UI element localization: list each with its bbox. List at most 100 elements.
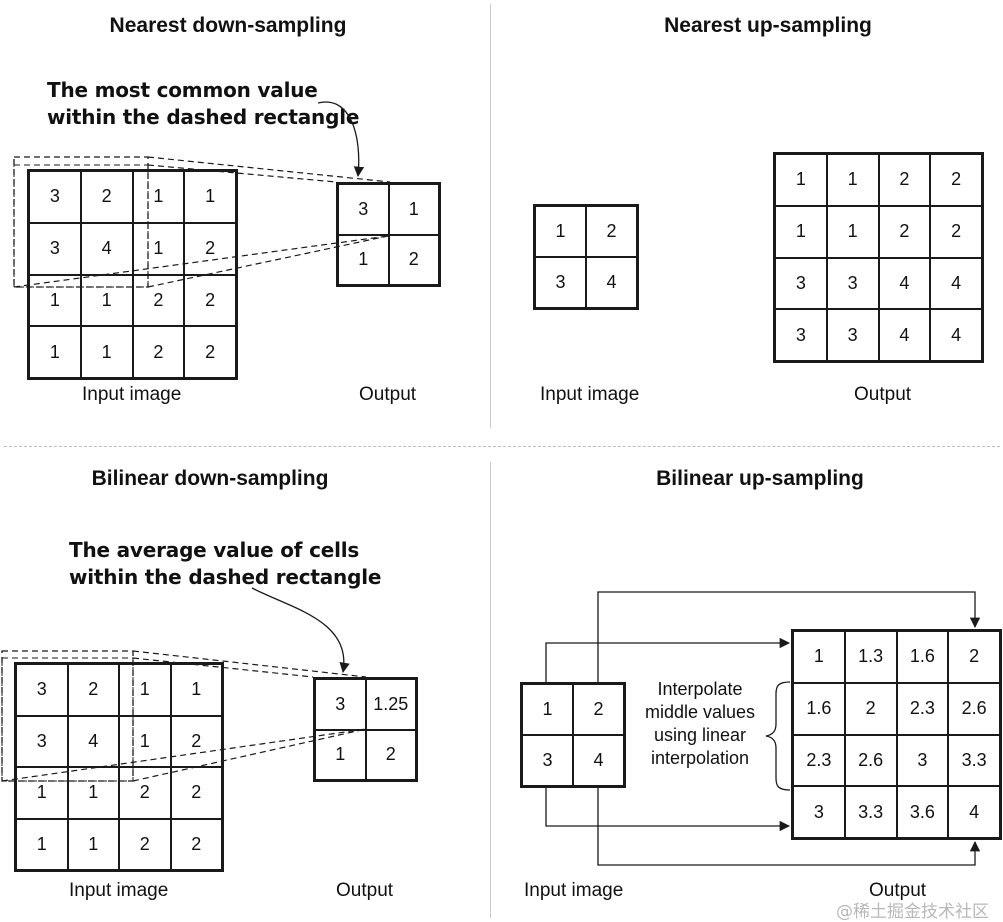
grid-cell: 4 — [930, 309, 982, 361]
grid-cell: 2 — [878, 205, 931, 258]
grid-cell: 2 — [170, 818, 222, 870]
grid-cell: 2 — [67, 664, 119, 716]
grid-cell: 2 — [119, 767, 171, 819]
grid-cell: 1 — [170, 664, 222, 716]
grid-cell: 2 — [184, 326, 236, 378]
grid-cell: 2 — [184, 274, 236, 327]
output-label: Output — [336, 880, 394, 901]
grid-cell: 1.25 — [365, 679, 416, 730]
grid-cell: 1 — [132, 222, 185, 275]
grid-cell: 3 — [16, 715, 68, 767]
grid-cell: 3 — [826, 257, 879, 310]
output-label: Output — [359, 384, 417, 405]
input-image-label: Input image — [82, 384, 182, 405]
grid-cell: 1 — [16, 818, 68, 870]
grid-cell: 2 — [388, 234, 439, 285]
grid-cell: 1 — [826, 205, 879, 258]
grid-cell: 1 — [522, 684, 573, 735]
grid-cell: 2 — [930, 205, 982, 258]
interpolation-note-line: using linear — [653, 725, 747, 745]
corner-arrow-bottom-left — [545, 788, 791, 832]
grid-cell: 4 — [80, 222, 133, 275]
vertical-divider-top — [490, 4, 491, 428]
grid-cell: 2 — [80, 171, 133, 223]
output-label: Output — [854, 384, 912, 405]
grid-cell: 4 — [67, 715, 119, 767]
annotation-line-1: The most common value — [47, 78, 318, 102]
grid-cell: 3 — [775, 257, 827, 310]
grid-cell: 2 — [132, 326, 185, 378]
input-image-label: Input image — [524, 880, 624, 901]
grid-cell: 3 — [775, 309, 827, 361]
grid-cell: 4 — [573, 735, 624, 786]
grid-cell: 1.6 — [793, 682, 845, 735]
curly-brace — [765, 681, 791, 791]
grid-cell: 4 — [586, 257, 637, 308]
grid-cell: 1 — [388, 184, 439, 235]
grid-cell: 3 — [29, 171, 81, 223]
grid-cell: 2.6 — [844, 734, 897, 787]
vertical-divider-bottom — [490, 462, 491, 918]
grid-cell: 1.6 — [896, 631, 949, 683]
grid-cell: 2.3 — [793, 734, 845, 787]
grid-cell: 2.3 — [896, 682, 949, 735]
grid-cell: 2 — [119, 818, 171, 870]
input-image-label: Input image — [540, 384, 640, 405]
grid-cell: 1 — [775, 205, 827, 258]
grid-cell: 2 — [365, 729, 416, 780]
grid-cell: 3 — [793, 786, 845, 838]
grid-cell: 2 — [878, 154, 931, 206]
grid-cell: 3 — [315, 679, 366, 730]
interpolation-note-line: middle values — [644, 702, 756, 722]
watermark: @稀土掘金技术社区 — [836, 902, 989, 922]
grid-cell: 1 — [29, 326, 81, 378]
grid-cell: 1 — [184, 171, 236, 223]
grid-cell: 1 — [67, 767, 119, 819]
grid-cell: 1 — [826, 154, 879, 206]
input-image-label: Input image — [69, 880, 169, 901]
annotation-arrow — [251, 587, 350, 674]
panel-title: Nearest down-sampling — [109, 14, 347, 37]
interpolation-note-line: interpolation — [650, 748, 750, 768]
grid-cell: 1 — [119, 664, 171, 716]
grid-cell: 2 — [844, 682, 897, 735]
grid-cell: 2 — [170, 715, 222, 767]
grid-cell: 2 — [573, 684, 624, 735]
grid-cell: 2 — [586, 206, 637, 257]
horizontal-divider — [4, 446, 1000, 447]
panel-title: Nearest up-sampling — [664, 14, 872, 37]
grid-cell: 3 — [522, 735, 573, 786]
grid-cell: 3 — [29, 222, 81, 275]
grid-cell: 4 — [930, 257, 982, 310]
annotation-line-1: The average value of cells — [69, 538, 360, 562]
grid-cell: 3 — [826, 309, 879, 361]
grid-cell: 1 — [775, 154, 827, 206]
grid-cell: 1 — [29, 274, 81, 327]
annotation-line-2: within the dashed rectangle — [47, 105, 360, 129]
grid-cell: 2 — [132, 274, 185, 327]
grid-cell: 3.3 — [948, 734, 1000, 787]
grid-cell: 2.6 — [948, 682, 1000, 735]
grid-cell: 1 — [80, 326, 133, 378]
grid-cell: 3 — [338, 184, 389, 235]
grid-cell: 3 — [896, 734, 949, 787]
grid-cell: 2 — [930, 154, 982, 206]
grid-cell: 4 — [948, 786, 1000, 838]
output-label: Output — [869, 880, 927, 901]
grid-cell: 1.3 — [844, 631, 897, 683]
grid-cell: 1 — [315, 729, 366, 780]
grid-cell: 1 — [338, 234, 389, 285]
interpolation-note-line: Interpolate — [657, 679, 743, 699]
panel-title: Bilinear up-sampling — [656, 467, 864, 490]
grid-cell: 3.6 — [896, 786, 949, 838]
grid-cell: 4 — [878, 309, 931, 361]
grid-cell: 1 — [67, 818, 119, 870]
interpolation-note: Interpolate middle values using linear i… — [632, 678, 768, 770]
